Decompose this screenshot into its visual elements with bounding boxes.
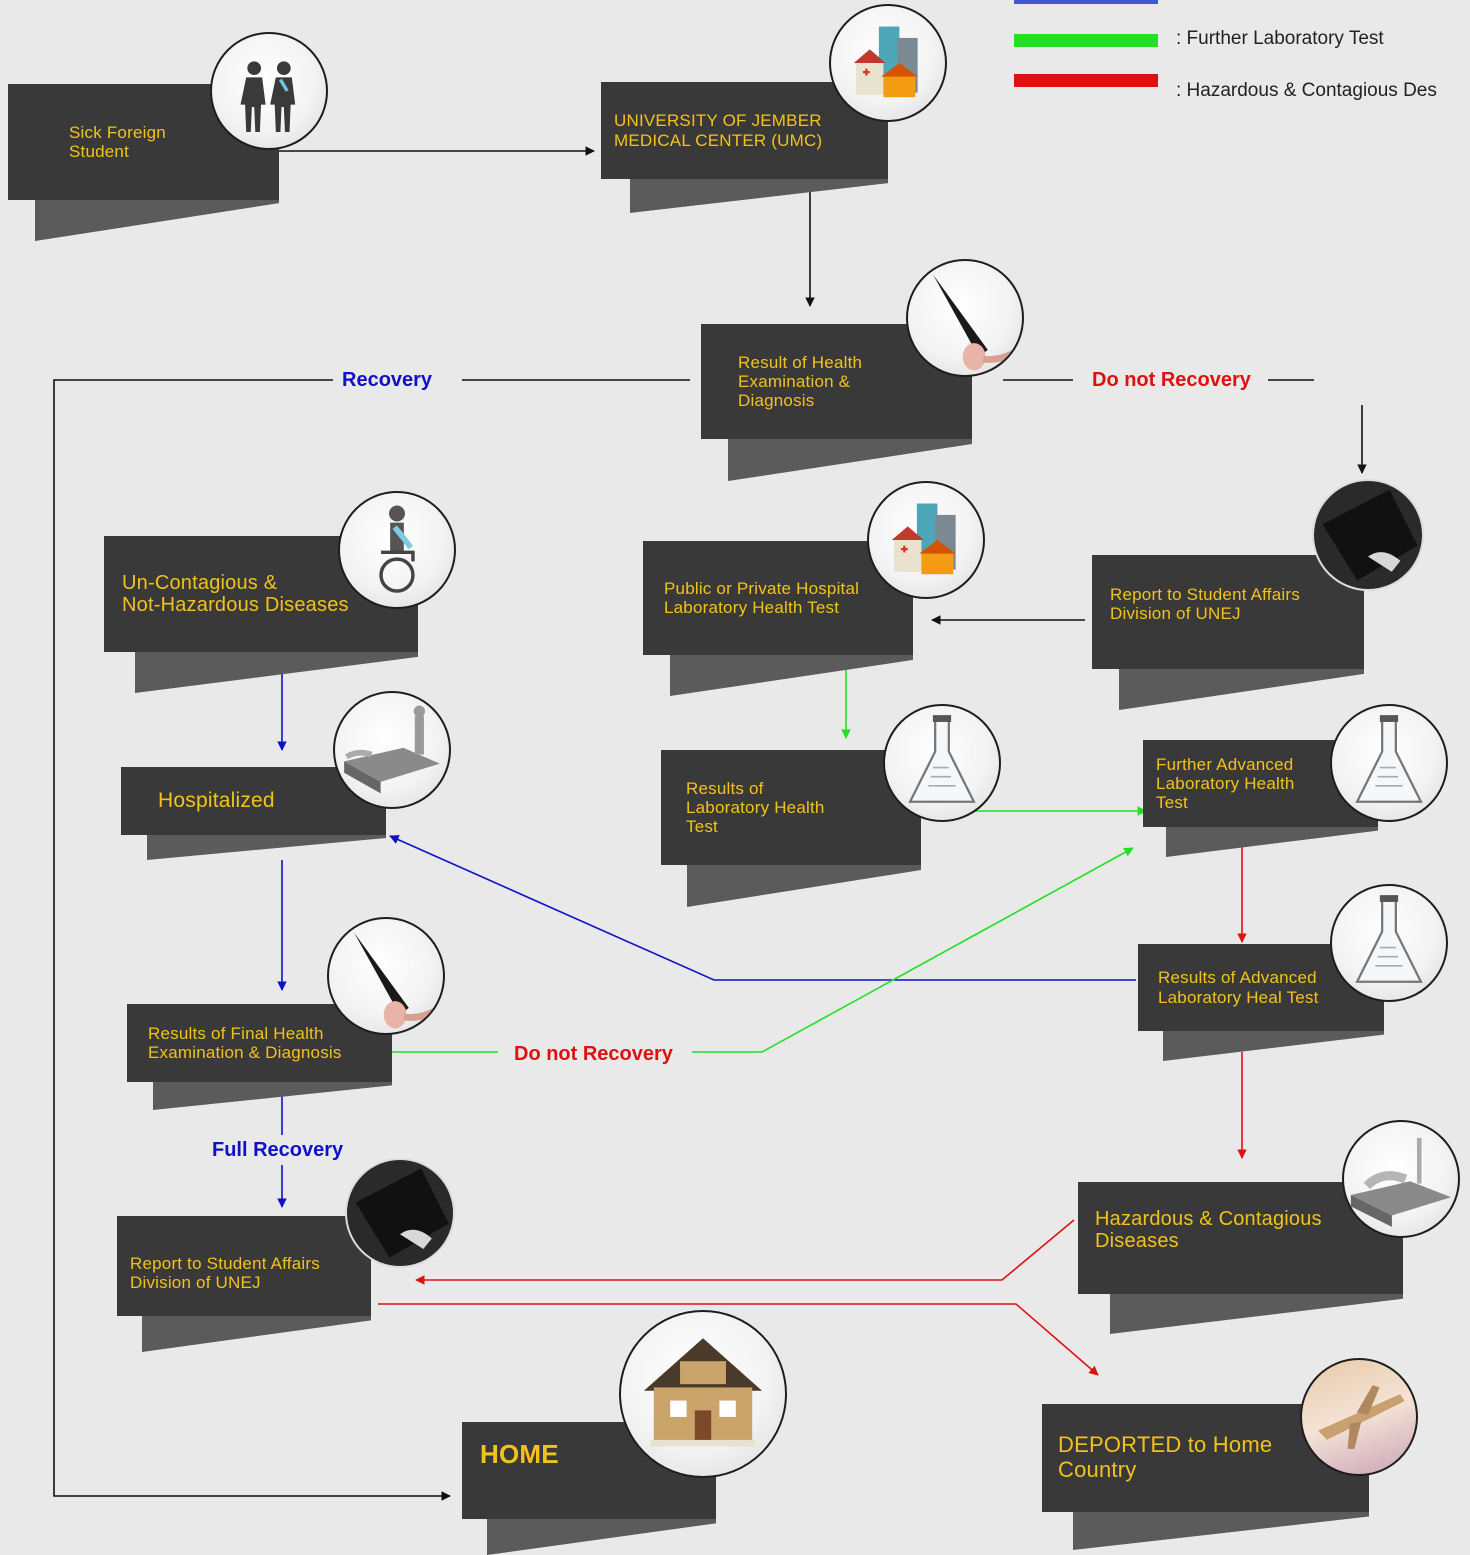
report-icon (345, 1158, 455, 1268)
arrow-do-not-to-further (692, 847, 1134, 1053)
label-do-not-recovery-top: Do not Recovery (1092, 369, 1251, 391)
legend-red-label: : Hazardous & Contagious Des (1176, 80, 1437, 101)
hospital-icon (867, 481, 985, 599)
people-icon (210, 32, 328, 150)
node-label: Report to Student Affairs Division of UN… (117, 1216, 371, 1316)
wheelchair-icon (338, 491, 456, 609)
house-icon (619, 1310, 787, 1478)
patient-bed-icon (1342, 1120, 1460, 1238)
flask-icon (883, 704, 1001, 822)
pen-icon (906, 259, 1024, 377)
flask-icon (1330, 884, 1448, 1002)
label-recovery: Recovery (342, 369, 433, 391)
airplane-icon (1300, 1358, 1418, 1476)
arrow-advanced-to-hospitalized (389, 835, 1136, 981)
hospital-icon (829, 4, 947, 122)
flask-icon (1330, 704, 1448, 822)
report-icon (1312, 479, 1424, 591)
node-label: Public or Private Hospital Laboratory He… (643, 541, 913, 655)
legend-green-bar (1014, 34, 1158, 47)
bed-icon (333, 691, 451, 809)
arrow-hazardous-to-report (415, 1219, 1075, 1285)
pen-icon (327, 917, 445, 1035)
legend-red-bar (1014, 74, 1158, 87)
node-label: Results of Laboratory Health Test (661, 750, 921, 865)
node-label: Hazardous & Contagious Diseases (1078, 1182, 1403, 1294)
arrow-report-to-deported (378, 1303, 1099, 1376)
legend-green-label: : Further Laboratory Test (1176, 28, 1384, 49)
legend-blue-bar (1014, 0, 1158, 4)
label-do-not-recovery-mid: Do not Recovery (514, 1043, 673, 1065)
label-full-recovery: Full Recovery (212, 1139, 344, 1161)
node-label: Result of Health Examination & Diagnosis (701, 324, 972, 439)
node-label: Report to Student Affairs Division of UN… (1092, 555, 1364, 669)
arrow-recovery-to-home-2 (53, 379, 451, 1501)
